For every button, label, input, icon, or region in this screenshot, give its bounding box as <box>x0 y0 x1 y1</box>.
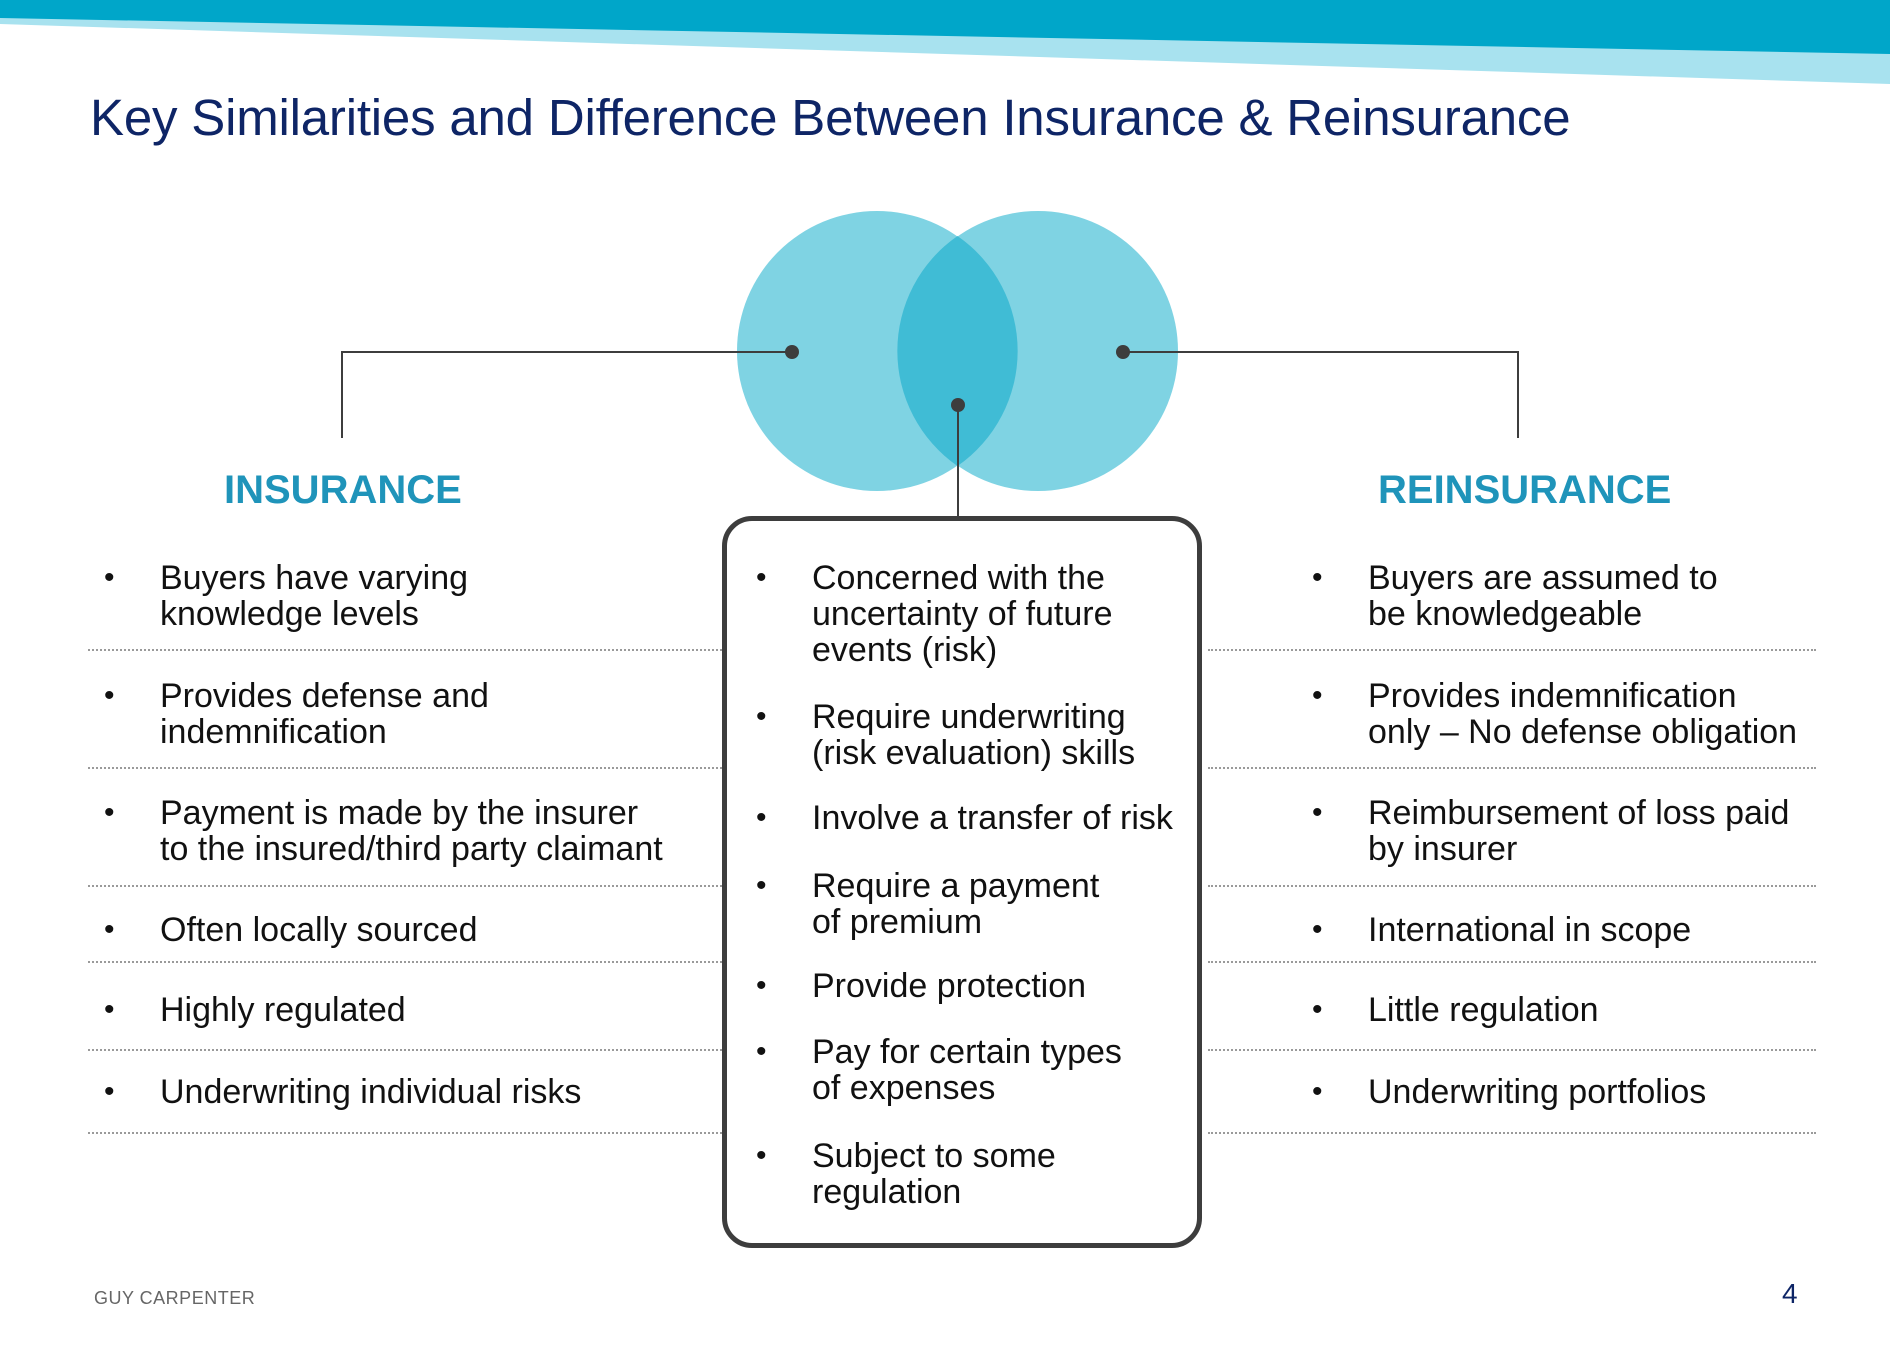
slide-title: Key Similarities and Difference Between … <box>90 89 1571 146</box>
insurance-row-divider <box>88 767 722 769</box>
bullet-icon: • <box>1312 1075 1323 1108</box>
bullet-icon: • <box>1312 679 1323 712</box>
bullet-icon: • <box>1312 561 1323 594</box>
text-line: Provides defense and <box>160 677 489 715</box>
insurance-item-text: Often locally sourced <box>160 912 478 948</box>
text-line: by insurer <box>1368 830 1518 868</box>
reinsurance-heading: REINSURANCE <box>1378 468 1672 512</box>
insurance-item-text: Underwriting individual risks <box>160 1074 581 1110</box>
bullet-icon: • <box>1312 993 1323 1026</box>
reinsurance-row-divider <box>1208 885 1816 887</box>
reinsurance-row-divider <box>1208 1049 1816 1051</box>
text-line: Subject to some <box>812 1137 1056 1175</box>
text-line: knowledge levels <box>160 595 419 633</box>
page-number: 4 <box>1782 1278 1798 1309</box>
text-line: Underwriting portfolios <box>1368 1073 1707 1111</box>
top-banner <box>0 0 1890 84</box>
bullet-icon: • <box>756 700 767 733</box>
text-line: Provides indemnification <box>1368 677 1737 715</box>
insurance-row-divider <box>88 961 722 963</box>
text-line: (risk evaluation) skills <box>812 734 1136 772</box>
text-line: events (risk) <box>812 631 998 669</box>
bullet-icon: • <box>756 801 767 834</box>
reinsurance-row-divider <box>1208 1132 1816 1134</box>
bullet-icon: • <box>1312 796 1323 829</box>
similarities-connector-dot <box>951 398 965 412</box>
text-line: Involve a transfer of risk <box>812 799 1173 837</box>
insurance-heading: INSURANCE <box>224 468 462 512</box>
insurance-connector-line <box>341 351 792 438</box>
text-line: of premium <box>812 903 983 941</box>
text-line: Little regulation <box>1368 991 1599 1029</box>
reinsurance-row-divider <box>1208 767 1816 769</box>
overlap-region <box>897 236 1018 466</box>
bullet-icon: • <box>756 969 767 1002</box>
bullet-icon: • <box>104 913 115 946</box>
bullet-icon: • <box>104 796 115 829</box>
reinsurance-row-divider <box>1208 649 1816 651</box>
insurance-row-divider <box>88 1132 722 1134</box>
bullet-icon: • <box>104 561 115 594</box>
similarity-item-text: Involve a transfer of risk <box>812 800 1173 836</box>
reinsurance-connector-line <box>1123 351 1519 438</box>
reinsurance-row-divider <box>1208 961 1816 963</box>
text-line: Require underwriting <box>812 698 1126 736</box>
text-line: Require a payment <box>812 867 1100 905</box>
insurance-row-divider <box>88 1049 722 1051</box>
bullet-icon: • <box>104 993 115 1026</box>
text-line: Reimbursement of loss paid <box>1368 794 1790 832</box>
banner-dark-band <box>0 0 1890 54</box>
bullet-icon: • <box>756 869 767 902</box>
footer-brand: GUY CARPENTER <box>94 1288 256 1308</box>
insurance-row-divider <box>88 885 722 887</box>
text-line: only – No defense obligation <box>1368 713 1798 751</box>
bullet-icon: • <box>756 561 767 594</box>
text-line: Pay for certain types <box>812 1033 1122 1071</box>
reinsurance-item-text: International in scope <box>1368 912 1691 948</box>
text-line: Underwriting individual risks <box>160 1073 582 1111</box>
text-line: be knowledgeable <box>1368 595 1643 633</box>
text-line: regulation <box>812 1173 962 1211</box>
insurance-row-divider <box>88 649 722 651</box>
bullet-icon: • <box>104 679 115 712</box>
text-line: Buyers are assumed to <box>1368 559 1718 597</box>
text-line: to the insured/third party claimant <box>160 830 663 868</box>
text-line: Concerned with the <box>812 559 1105 597</box>
bullet-icon: • <box>104 1075 115 1108</box>
similarity-item-text: Provide protection <box>812 968 1086 1004</box>
text-line: Highly regulated <box>160 991 406 1029</box>
text-line: indemnification <box>160 713 387 751</box>
text-line: uncertainty of future <box>812 595 1113 633</box>
similarity-item-text: Require underwriting(risk evaluation) sk… <box>812 699 1135 771</box>
text-line: International in scope <box>1368 911 1692 949</box>
text-line: of expenses <box>812 1069 996 1107</box>
insurance-item-text: Highly regulated <box>160 992 406 1028</box>
text-line: Payment is made by the insurer <box>160 794 639 832</box>
text-line: Provide protection <box>812 967 1087 1005</box>
reinsurance-connector-dot <box>1116 345 1130 359</box>
reinsurance-item-text: Little regulation <box>1368 992 1599 1028</box>
similarities-box <box>722 516 1202 1248</box>
insurance-connector-dot <box>785 345 799 359</box>
bullet-icon: • <box>1312 913 1323 946</box>
reinsurance-item-text: Underwriting portfolios <box>1368 1074 1706 1110</box>
bullet-icon: • <box>756 1035 767 1068</box>
text-line: Buyers have varying <box>160 559 469 597</box>
text-line: Often locally sourced <box>160 911 478 949</box>
bullet-icon: • <box>756 1139 767 1172</box>
